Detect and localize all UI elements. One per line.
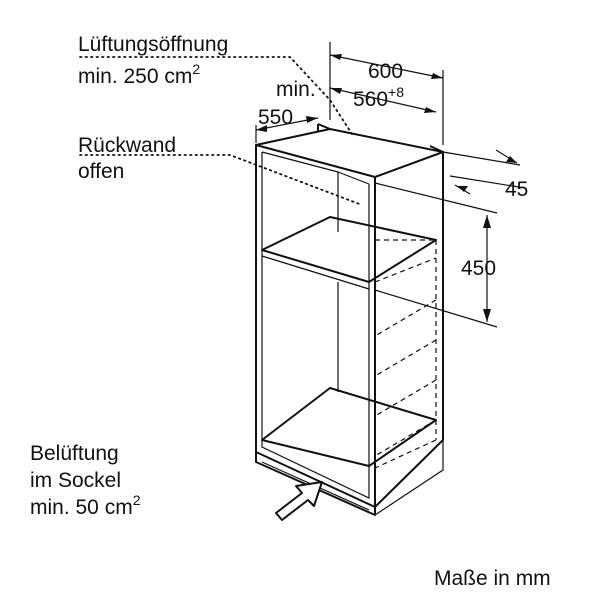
hidden-edges-upper bbox=[374, 239, 437, 283]
top-back-strip bbox=[317, 123, 444, 153]
cabinet-inner-frame bbox=[261, 152, 370, 499]
dim-total-width-value: 600 bbox=[368, 60, 403, 83]
label-base-vent-line1: Belüftung bbox=[30, 442, 119, 465]
label-back-wall-line1: Rückwand bbox=[78, 134, 176, 157]
dim-opening-height-value: 450 bbox=[461, 257, 496, 280]
dim-depth-value: 550 bbox=[258, 106, 293, 129]
dim-depth bbox=[255, 116, 319, 143]
hidden-edges-right bbox=[374, 258, 437, 469]
label-ventilation-opening-line1: Lüftungsöffnung bbox=[78, 33, 228, 56]
dim-opening-height bbox=[374, 182, 498, 328]
label-base-vent-line3: min. 50 cm2 bbox=[30, 492, 141, 519]
shelf bbox=[261, 216, 437, 283]
hidden-edges-diagonals bbox=[374, 299, 437, 457]
dim-side-thickness bbox=[442, 149, 526, 195]
dim-side-thickness-value: 45 bbox=[505, 178, 528, 201]
dim-depth-prefix: min. bbox=[276, 78, 316, 101]
label-base-vent-line2: im Sockel bbox=[30, 469, 121, 492]
cabinet-top-inner bbox=[374, 151, 444, 178]
cabinet-top-edge bbox=[255, 128, 444, 508]
plinth-right bbox=[374, 440, 444, 516]
dim-total-width bbox=[329, 42, 444, 145]
units-note: Maße in mm bbox=[434, 567, 551, 590]
dim-niche-width-value: 560+8 bbox=[353, 84, 404, 111]
label-ventilation-opening-line2: min. 250 cm2 bbox=[78, 61, 200, 88]
dim-niche-width bbox=[329, 87, 437, 113]
cabinet bbox=[255, 123, 444, 516]
label-back-wall-line2: offen bbox=[78, 160, 124, 183]
leader-back-wall bbox=[79, 154, 363, 206]
airflow-arrow bbox=[275, 481, 323, 521]
lower-compartment-floor bbox=[261, 387, 437, 467]
leader-ventilation-opening bbox=[79, 56, 353, 135]
upper-compartment-side bbox=[337, 171, 370, 185]
shelf-front-edge bbox=[261, 255, 370, 290]
